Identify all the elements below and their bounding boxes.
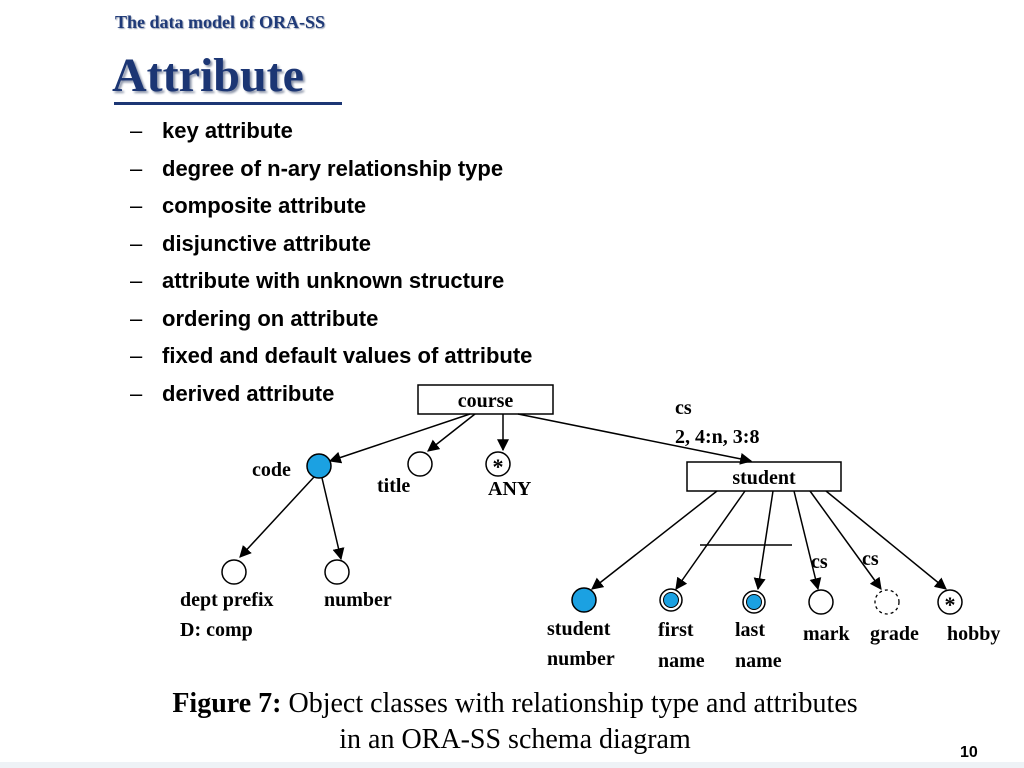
grade-derived-circle [874,589,900,615]
course-object-label: course [458,390,514,412]
grade-relationship-label: cs [862,548,879,570]
caption-line-2: in an ORA-SS schema diagram [339,724,691,755]
bullet-text: degree of n-ary relationship type [162,155,504,181]
student-number-key-circle [571,587,597,613]
bullet-list: –key attribute –degree of n-ary relation… [130,114,532,414]
bullet-dash: – [130,230,143,256]
dept-prefix-label: dept prefix [180,589,274,611]
bullet-dash: – [130,118,143,143]
mark-attribute-circle [808,589,834,615]
last-name-label-line2: name [735,650,782,672]
bullet-item: –disjunctive attribute [130,227,532,265]
course-object-box [417,384,554,415]
caption-line-1: Figure 7: Object classes with relationsh… [0,686,1024,722]
bullet-dash: – [130,155,143,181]
slide-title: Attribute [112,49,304,102]
bullet-item: –attribute with unknown structure [130,264,532,302]
number-label: number [324,589,392,611]
bullet-dash: – [130,268,143,293]
slide-subtitle: The data model of ORA-SS [115,12,326,32]
title-label: title [377,475,410,497]
code-key-attribute-circle [306,453,332,479]
relationship-degree: 2, 4:n, 3:8 [675,426,759,448]
number-attribute-circle [324,559,350,585]
edge-course-title [427,413,476,452]
first-name-label-line2: name [658,650,705,672]
bullet-text: ordering on attribute [162,305,379,331]
bullet-text: attribute with unknown structure [162,268,505,293]
bullet-dash: – [130,193,143,218]
bullet-item: –derived attribute [130,377,532,415]
first-name-label-line1: first [658,619,694,641]
title-attribute-circle [407,451,433,477]
student-object-box [686,461,842,492]
title-underline [114,102,342,105]
bullet-item: –fixed and default values of attribute [130,339,532,377]
bullet-dash: – [130,343,143,368]
bullet-item: –key attribute [130,114,532,152]
edge-student-last [753,490,774,591]
bullet-text: fixed and default values of attribute [162,343,533,368]
code-label: code [252,459,291,481]
bullet-text: disjunctive attribute [162,230,372,256]
edge-student-first [675,490,746,590]
mark-relationship-label: cs [811,551,828,573]
edge-course-student [517,413,753,465]
edge-code-number [321,477,345,561]
figure-caption: Figure 7: Object classes with relationsh… [0,686,1024,758]
any-star-symbol: * [493,454,504,479]
any-label: ANY [488,478,532,500]
any-attribute-circle [485,451,511,477]
student-number-label-line2: number [547,648,615,670]
page-number: 10 [960,744,978,761]
student-number-label-line1: student [547,618,611,640]
bullet-dash: – [130,380,143,406]
hobby-star-symbol: * [945,592,956,617]
bullet-item: –composite attribute [130,189,532,227]
last-name-inner-circle [746,594,762,610]
grade-label: grade [870,623,919,645]
bullet-text: derived attribute [162,380,335,406]
bullet-text: key attribute [162,118,293,143]
last-name-label-line1: last [735,619,765,641]
edge-code-dept [239,476,315,558]
edge-student-grade [809,490,882,590]
mark-label: mark [803,623,851,645]
first-name-inner-circle [663,592,679,608]
bullet-text: composite attribute [162,193,367,218]
bullet-dash: – [130,305,143,331]
dept-default-label: D: comp [180,619,253,641]
bullet-item: –ordering on attribute [130,302,532,340]
bullet-item: –degree of n-ary relationship type [130,152,532,190]
hobby-attribute-circle [937,589,963,615]
edge-student-number [591,490,718,590]
student-object-label: student [732,467,796,489]
caption-prefix: Figure 7: [172,688,282,719]
edge-student-mark [793,490,822,591]
hobby-label: hobby [947,623,1000,645]
bottom-strip [0,762,1024,768]
edge-student-hobby [825,490,947,590]
dept-prefix-attribute-circle [221,559,247,585]
relationship-name: cs [675,397,692,419]
edge-course-code [328,413,471,464]
caption-line1-text: Object classes with relationship type an… [281,688,858,719]
